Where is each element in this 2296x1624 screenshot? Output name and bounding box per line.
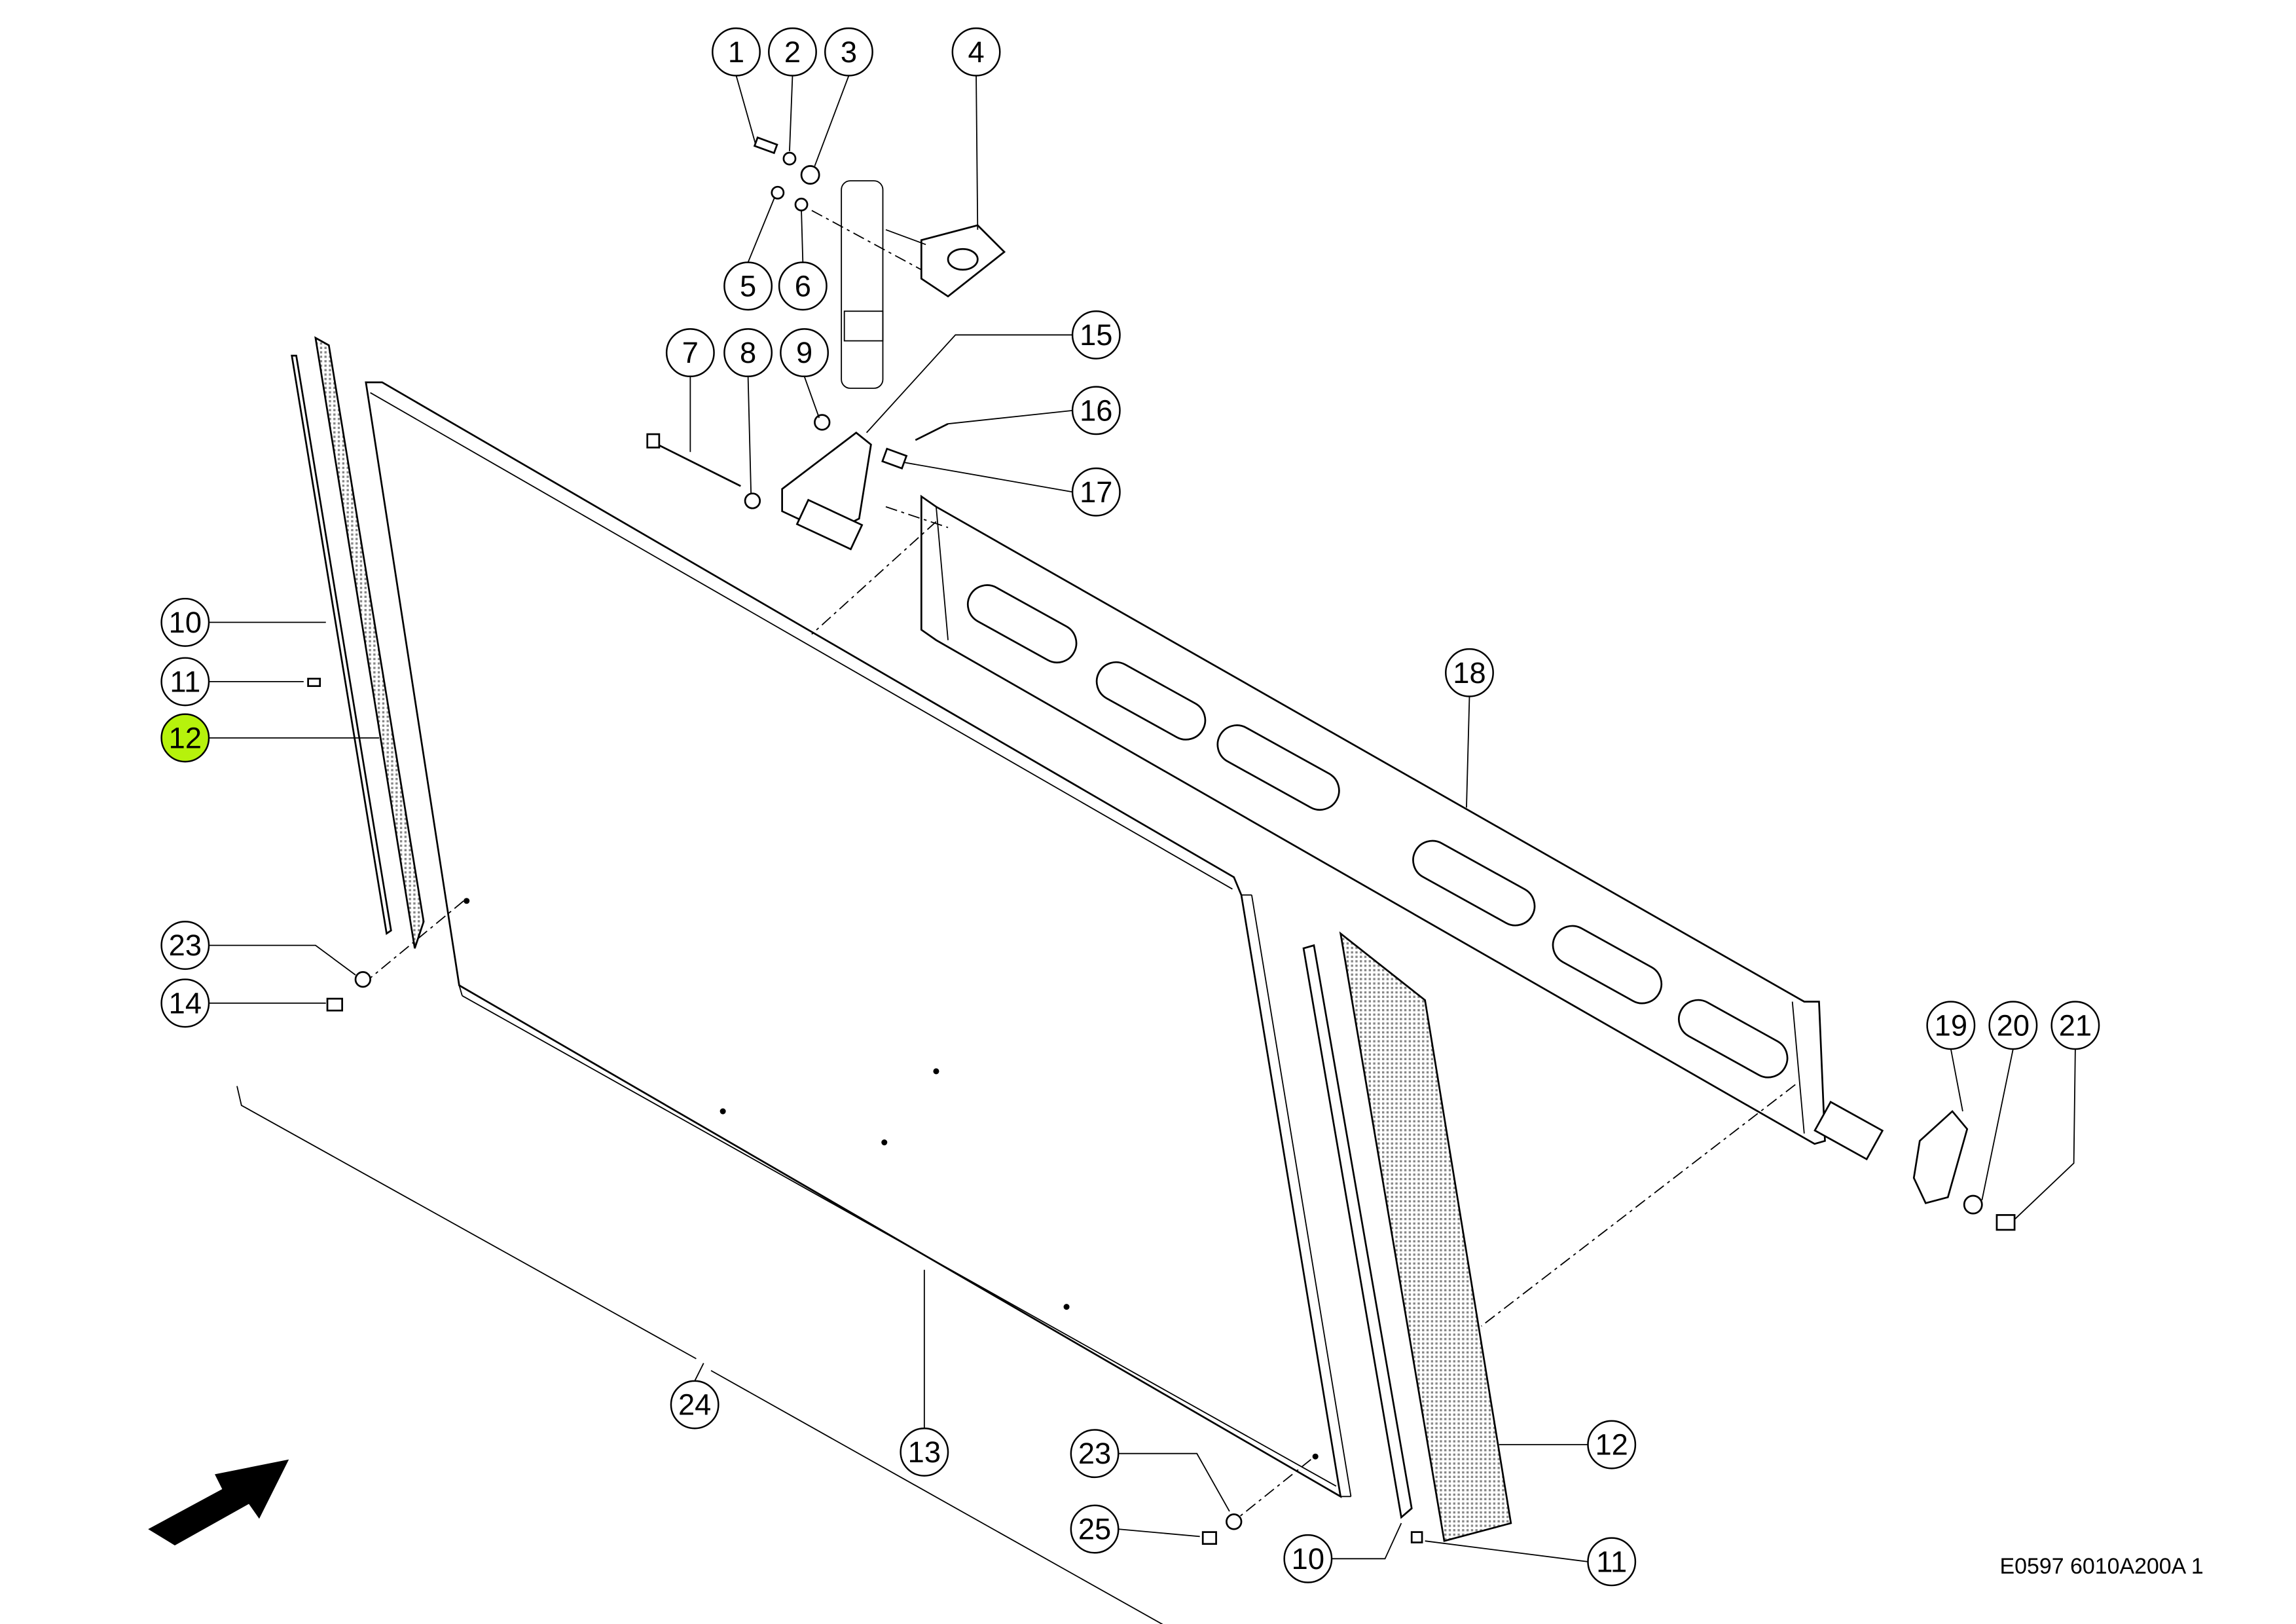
svg-text:23: 23	[169, 929, 202, 962]
callout-20[interactable]: 20	[1988, 1001, 2038, 1050]
callout-14[interactable]: 14	[160, 978, 210, 1028]
svg-text:11: 11	[170, 665, 200, 698]
callout-2[interactable]: 2	[768, 27, 817, 77]
left-strip-10	[291, 354, 392, 935]
callout-11-left[interactable]: 11	[160, 657, 210, 707]
svg-text:23: 23	[1078, 1437, 1111, 1470]
callout-17[interactable]: 17	[1071, 467, 1121, 517]
beam-18	[920, 494, 1884, 1161]
right-strip-10	[1302, 944, 1413, 1519]
svg-text:5: 5	[740, 269, 756, 303]
svg-text:19: 19	[1935, 1008, 1967, 1042]
callout-13[interactable]: 13	[900, 1427, 949, 1477]
svg-text:3: 3	[841, 35, 857, 69]
drawing-reference-code: E0597 6010A200A 1	[1999, 1554, 2203, 1579]
callout-7[interactable]: 7	[665, 328, 715, 378]
left-strip-12	[314, 336, 425, 949]
callout-16[interactable]: 16	[1071, 386, 1121, 435]
svg-text:2: 2	[784, 35, 801, 69]
svg-text:9: 9	[796, 336, 812, 369]
dimension-bracket-24	[236, 1086, 1163, 1624]
callout-4[interactable]: 4	[951, 27, 1001, 77]
callout-19[interactable]: 19	[1926, 1001, 1976, 1050]
svg-text:7: 7	[682, 336, 699, 369]
callout-23-bottom[interactable]: 23	[1070, 1429, 1120, 1479]
svg-text:15: 15	[1080, 318, 1112, 352]
svg-text:12: 12	[1595, 1428, 1628, 1462]
svg-text:16: 16	[1080, 394, 1112, 427]
callout-15[interactable]: 15	[1071, 310, 1121, 360]
callout-11-bottom[interactable]: 11	[1587, 1537, 1637, 1587]
alignment-lines	[370, 210, 1796, 1519]
callout-10-bottom[interactable]: 10	[1283, 1534, 1333, 1583]
svg-text:25: 25	[1078, 1513, 1111, 1546]
callout-6[interactable]: 6	[778, 261, 828, 311]
callout-10-left[interactable]: 10	[160, 597, 210, 647]
callout-12-right[interactable]: 12	[1587, 1420, 1637, 1469]
callout-23-left[interactable]: 23	[160, 921, 210, 970]
callout-8[interactable]: 8	[723, 328, 773, 378]
cylinder-assembly	[841, 180, 1006, 389]
right-strip-12	[1339, 931, 1512, 1542]
callout-3[interactable]: 3	[824, 27, 873, 77]
callout-25[interactable]: 25	[1070, 1504, 1120, 1554]
svg-text:14: 14	[169, 986, 202, 1020]
panel-13	[365, 381, 1352, 1498]
svg-text:17: 17	[1080, 475, 1112, 509]
callout-21[interactable]: 21	[2050, 1001, 2100, 1050]
callout-18[interactable]: 18	[1445, 648, 1494, 697]
svg-text:10: 10	[169, 606, 202, 639]
svg-text:21: 21	[2059, 1008, 2092, 1042]
svg-text:6: 6	[795, 269, 811, 303]
callout-12-highlighted[interactable]: 12	[160, 713, 210, 763]
leader-lines	[209, 75, 2076, 1562]
callout-9[interactable]: 9	[780, 328, 829, 378]
svg-text:8: 8	[740, 336, 756, 369]
lever-15	[781, 432, 872, 551]
small-hardware	[307, 136, 2016, 1545]
svg-text:20: 20	[1997, 1008, 2030, 1042]
svg-text:11: 11	[1596, 1545, 1627, 1578]
svg-text:4: 4	[968, 35, 984, 69]
svg-text:12: 12	[169, 721, 202, 754]
svg-text:24: 24	[678, 1388, 711, 1422]
svg-text:10: 10	[1292, 1542, 1324, 1576]
callout-24[interactable]: 24	[670, 1380, 720, 1430]
svg-text:13: 13	[908, 1435, 941, 1469]
svg-text:1: 1	[728, 35, 744, 69]
svg-text:18: 18	[1453, 656, 1485, 690]
direction-arrow-icon	[148, 1459, 289, 1545]
callout-5[interactable]: 5	[723, 261, 773, 311]
callout-1[interactable]: 1	[712, 27, 761, 77]
